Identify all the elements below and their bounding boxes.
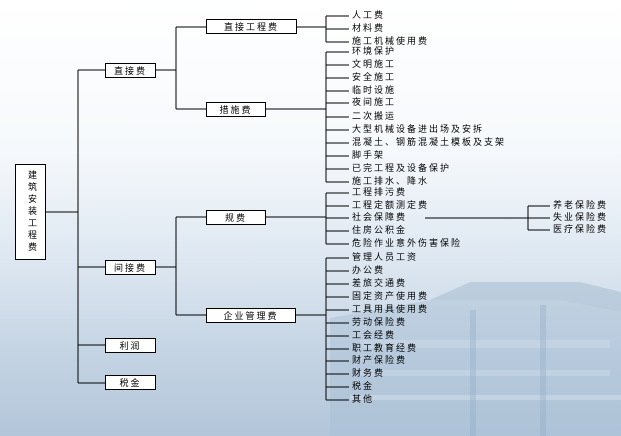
leaf-item: 危险作业意外伤害保险 xyxy=(352,239,463,249)
leaf-item: 人工费 xyxy=(352,11,386,21)
leaf-item: 办公费 xyxy=(352,266,386,276)
leaf-item: 住房公积金 xyxy=(352,226,408,236)
leaf-item: 职工教育经费 xyxy=(352,344,419,354)
leaf-item: 安全施工 xyxy=(352,73,397,83)
leaf-item: 二次搬运 xyxy=(352,112,397,122)
leaf-item: 混凝土、钢筋混凝土模板及支架 xyxy=(352,138,507,148)
leaf-item: 已完工程及设备保护 xyxy=(352,164,452,174)
root-node: 建筑安装工程费 xyxy=(15,164,46,260)
leaf-item: 工程排污费 xyxy=(352,188,408,198)
leaf-item: 差旅交通费 xyxy=(352,279,408,289)
leaf-item: 医疗保险费 xyxy=(553,225,609,235)
leaf-item: 夜间施工 xyxy=(352,98,397,108)
leaf-item: 施工排水、降水 xyxy=(352,177,430,187)
node-direct-cost: 直接费 xyxy=(105,63,156,78)
leaf-item: 临时设施 xyxy=(352,86,397,96)
leaf-item: 工会经费 xyxy=(352,331,397,341)
leaf-item: 财产保险费 xyxy=(352,356,408,366)
leaf-item: 税金 xyxy=(352,382,375,392)
leaf-item: 大型机械设备进出场及安拆 xyxy=(352,125,485,135)
leaf-item: 施工机械使用费 xyxy=(352,37,430,47)
node-direct-engineering-cost: 直接工程费 xyxy=(206,19,297,34)
leaf-item: 劳动保险费 xyxy=(352,318,408,328)
node-tax: 税金 xyxy=(105,375,156,390)
node-statutory-fees: 规费 xyxy=(206,210,266,225)
leaf-item: 社会保障费 xyxy=(352,213,408,223)
node-measure-cost: 措施费 xyxy=(206,102,266,117)
node-profit: 利润 xyxy=(105,338,156,353)
leaf-item: 固定资产使用费 xyxy=(352,292,430,302)
node-management-cost: 企业管理费 xyxy=(206,308,296,323)
leaf-item: 脚手架 xyxy=(352,151,386,161)
node-indirect-cost: 间接费 xyxy=(105,260,156,275)
leaf-item: 材料费 xyxy=(352,24,386,34)
leaf-item: 环境保护 xyxy=(352,47,397,57)
leaf-item: 管理人员工资 xyxy=(352,253,419,263)
leaf-item: 工具用具使用费 xyxy=(352,305,430,315)
leaf-item: 文明施工 xyxy=(352,60,397,70)
leaf-item: 失业保险费 xyxy=(553,213,609,223)
leaf-item: 其他 xyxy=(352,395,375,405)
leaf-item: 工程定额测定费 xyxy=(352,201,430,211)
leaf-item: 养老保险费 xyxy=(553,201,609,211)
leaf-item: 财务费 xyxy=(352,369,386,379)
